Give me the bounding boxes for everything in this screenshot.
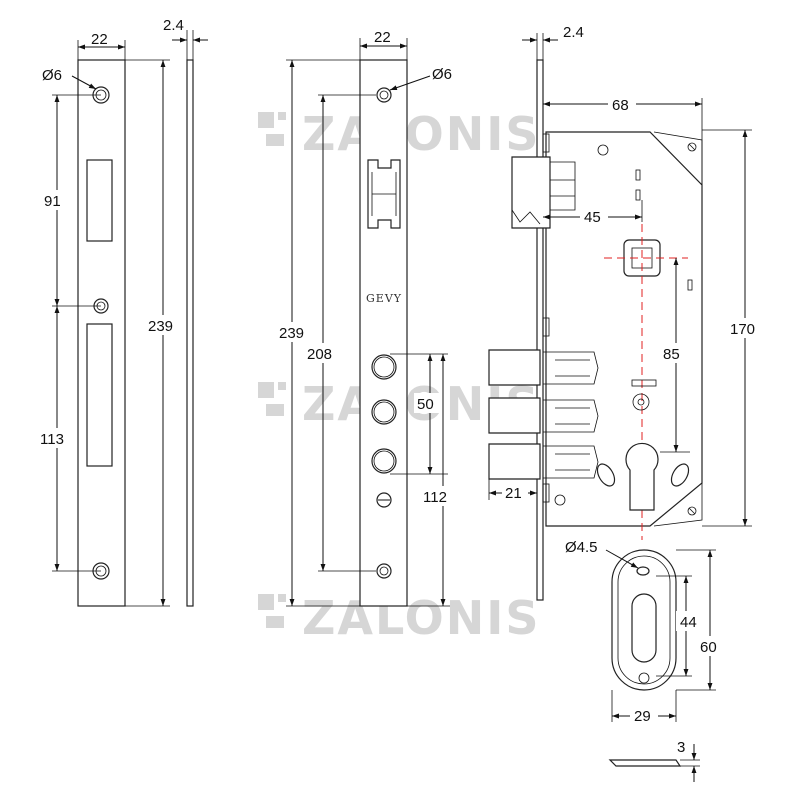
strike-plate: 22 2.4 Ø6 91 113 239 <box>36 17 208 607</box>
strike-thickness-label: 2.4 <box>163 17 184 34</box>
watermark-text: ZALONIS <box>302 107 540 161</box>
strike-hole-label: Ø6 <box>42 67 62 84</box>
faceplate-width-label: 22 <box>374 29 391 46</box>
faceplate: GEVY 22 Ø6 239 208 50 112 <box>276 29 458 607</box>
escutcheon: Ø4.5 44 60 29 3 <box>565 539 724 782</box>
strike-plate-side <box>186 59 194 607</box>
escutcheon-hole-label: Ø4.5 <box>565 539 598 556</box>
watermark-logo-icon <box>258 112 286 628</box>
strike-bolt-slot <box>86 323 113 467</box>
faceplate-bolt-spacing-dim: 50 <box>417 396 434 413</box>
lock-height-dim: 170 <box>730 321 755 338</box>
deadbolt-round <box>371 448 397 474</box>
cylinder-cutout <box>625 442 659 511</box>
escutcheon-cutout-dim: 44 <box>680 614 697 631</box>
deadbolt-block <box>488 349 541 386</box>
faceplate-bolt-offset-dim: 112 <box>423 489 447 506</box>
escutcheon-screw-hole <box>636 566 650 576</box>
lock-front-plate <box>536 59 544 601</box>
faceplate-body <box>359 59 408 607</box>
faceplate-length-dim: 239 <box>279 325 304 342</box>
strike-upper-dim: 91 <box>44 193 61 210</box>
escutcheon-width-dim: 29 <box>634 708 651 725</box>
escutcheon-cylinder-cutout <box>631 593 657 663</box>
escutcheon-thickness-dim: 3 <box>677 739 685 756</box>
lock-body: 2.4 68 45 170 85 21 <box>488 24 762 601</box>
deadbolt-block <box>488 443 541 480</box>
lock-latch <box>511 156 551 229</box>
faceplate-hole-spacing-dim: 208 <box>307 346 332 363</box>
watermark-text: ZALONIS <box>302 591 540 645</box>
lock-centre-distance-dim: 85 <box>663 346 680 363</box>
strike-width-label: 22 <box>91 31 108 48</box>
strike-lower-dim: 113 <box>40 431 64 448</box>
escutcheon-profile <box>608 759 682 767</box>
lock-plate-thickness-label: 2.4 <box>563 24 584 41</box>
strike-latch-slot <box>86 159 113 242</box>
strike-length-dim: 239 <box>148 318 173 335</box>
deadbolt-round <box>371 354 397 380</box>
lock-backset-dim: 68 <box>612 97 629 114</box>
escutcheon-height-dim: 60 <box>700 639 717 656</box>
faceplate-hole-label: Ø6 <box>432 66 452 83</box>
deadbolt-round <box>371 399 397 425</box>
lock-bolt-throw-dim: 21 <box>505 485 522 502</box>
faceplate-stamp: GEVY <box>366 292 402 305</box>
deadbolt-block <box>488 397 541 434</box>
lock-latch-offset-dim: 45 <box>584 209 601 226</box>
